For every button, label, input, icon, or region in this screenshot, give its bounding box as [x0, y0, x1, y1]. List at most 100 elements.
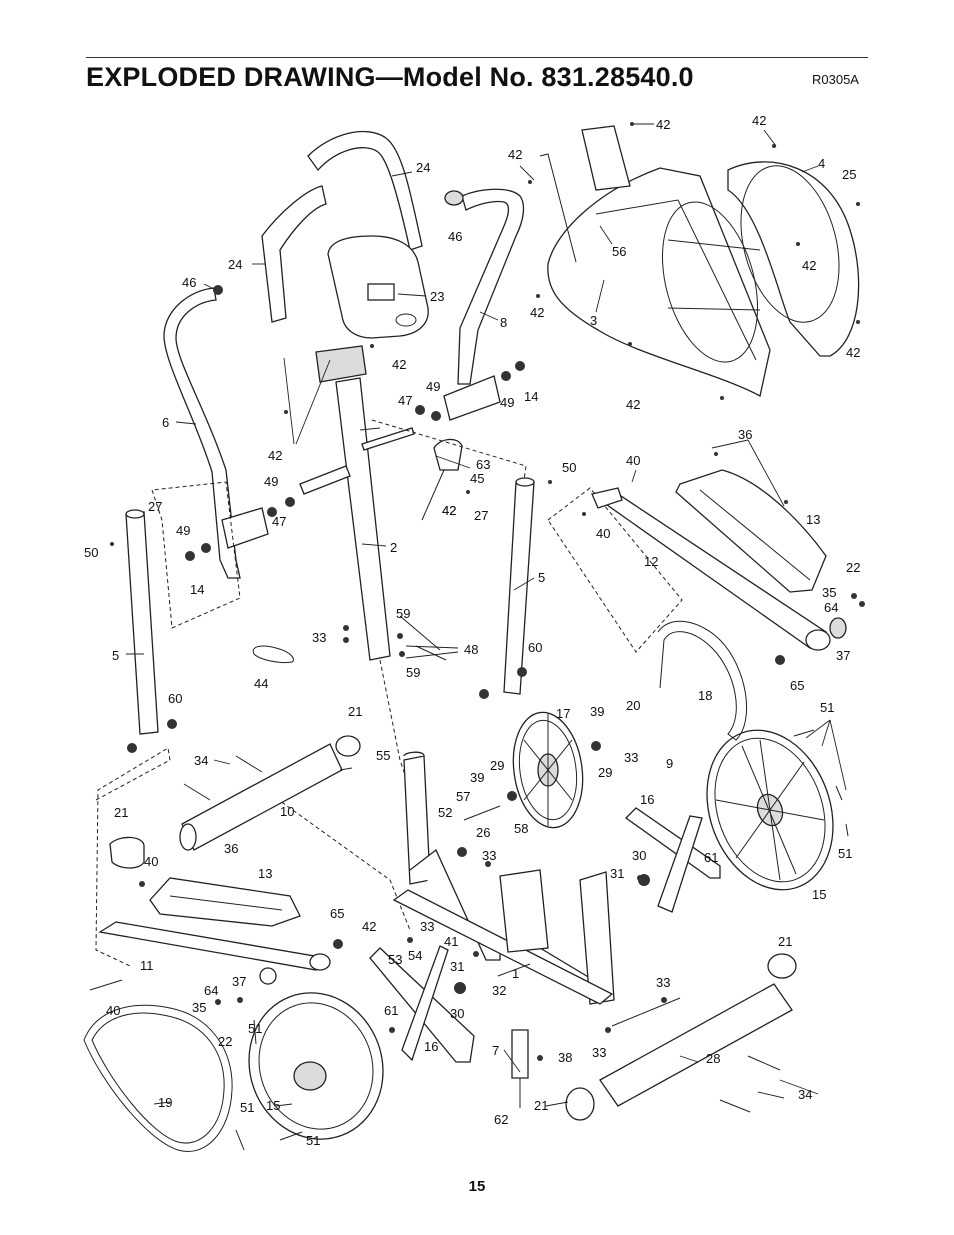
- console: [315, 235, 429, 383]
- callout: 10: [280, 804, 294, 819]
- callout: 33: [312, 630, 326, 645]
- callout: 33: [420, 919, 434, 934]
- callout: 33: [624, 750, 638, 765]
- drawing-code: R0305A: [812, 72, 859, 87]
- left-upper-arm: [163, 287, 269, 579]
- callout: 64: [204, 983, 218, 998]
- callout: 34: [798, 1087, 812, 1102]
- callout: 37: [232, 974, 246, 989]
- callout: 35: [822, 585, 836, 600]
- callout: 5: [538, 570, 545, 585]
- left-pedal-arm-dash: [275, 797, 411, 931]
- callout: 33: [656, 975, 670, 990]
- callout: 61: [384, 1003, 398, 1018]
- leader-lines: [126, 123, 847, 1107]
- callout: 18: [698, 688, 712, 703]
- hardware: [89, 122, 865, 1151]
- drive-belt-lower-inner: [91, 1012, 225, 1144]
- callout: 21: [778, 934, 792, 949]
- callout: 27: [148, 499, 162, 514]
- callout: 31: [450, 959, 464, 974]
- callout: 28: [706, 1051, 720, 1066]
- callout: 39: [470, 770, 484, 785]
- callout: 14: [190, 582, 204, 597]
- callout: 22: [218, 1034, 232, 1049]
- callout: 36: [738, 427, 752, 442]
- upper-axle: [361, 427, 415, 451]
- callout: 4: [818, 156, 825, 171]
- callout: 21: [534, 1098, 548, 1113]
- callout: 16: [640, 792, 654, 807]
- right-pedal-arm-group: [547, 487, 683, 653]
- callout: 38: [558, 1050, 572, 1065]
- callout: 3: [590, 313, 597, 328]
- callout: 35: [192, 1000, 206, 1015]
- rear-stabilizer: [565, 953, 797, 1121]
- callout: 54: [408, 948, 422, 963]
- callout: 40: [626, 453, 640, 468]
- callout: 42: [442, 503, 456, 518]
- callout: 50: [562, 460, 576, 475]
- callout: 31: [610, 866, 624, 881]
- callout: 30: [450, 1006, 464, 1021]
- callout: 42: [392, 357, 406, 372]
- callout: 42: [508, 147, 522, 162]
- callout: 14: [524, 389, 538, 404]
- callout: 33: [482, 848, 496, 863]
- callout: 44: [254, 676, 268, 691]
- left-pedal: [149, 877, 301, 927]
- callout: 51: [820, 700, 834, 715]
- idler-bracket: [511, 1029, 529, 1108]
- callout: 41: [444, 934, 458, 949]
- left-lower-leg: [125, 509, 159, 735]
- callout: 62: [494, 1112, 508, 1127]
- callout: 63: [476, 457, 490, 472]
- page-title: EXPLODED DRAWING—Model No. 831.28540.0: [86, 62, 694, 92]
- right-lower-leg: [503, 477, 535, 695]
- post-dash: [379, 659, 411, 791]
- callout: 32: [492, 983, 506, 998]
- upright-post: [335, 377, 391, 661]
- callout: 49: [176, 523, 190, 538]
- callout: 11: [140, 958, 154, 973]
- callout: 1: [512, 966, 519, 981]
- front-stabilizer: [109, 735, 361, 869]
- callout: 24: [228, 257, 242, 272]
- callout: 12: [644, 554, 658, 569]
- right-pedal: [675, 469, 827, 593]
- left-pedal-group: [95, 747, 171, 967]
- callout: 56: [612, 244, 626, 259]
- callout: 51: [248, 1021, 262, 1036]
- callout: 42: [802, 258, 816, 273]
- page-number: 15: [468, 1178, 486, 1195]
- callout: 65: [790, 678, 804, 693]
- drive-belt-upper: [657, 620, 748, 741]
- left-pedal-arm: [98, 921, 331, 985]
- right-flywheel: [706, 729, 834, 891]
- callout: 23: [430, 289, 444, 304]
- callout: 30: [632, 848, 646, 863]
- callout: 47: [272, 514, 286, 529]
- callout: 60: [528, 640, 542, 655]
- callout: 27: [474, 508, 488, 523]
- callout: 19: [158, 1095, 172, 1110]
- callout: 25: [842, 167, 856, 182]
- callout: 64: [824, 600, 838, 615]
- right-upper-arm: [443, 188, 525, 421]
- callout: 22: [846, 560, 860, 575]
- callout: 16: [424, 1039, 438, 1054]
- callout: 29: [598, 765, 612, 780]
- right-pedal-arm: [591, 487, 847, 651]
- callout: 46: [182, 275, 196, 290]
- left-flywheel: [248, 992, 384, 1140]
- callout: 29: [490, 758, 504, 773]
- upper-link-group: [371, 419, 527, 481]
- callout: 13: [806, 512, 820, 527]
- pulley: [512, 711, 584, 829]
- callout: 51: [240, 1100, 254, 1115]
- callout: 42: [626, 397, 640, 412]
- callout: 39: [590, 704, 604, 719]
- callout: 21: [114, 805, 128, 820]
- side-shroud-left: [539, 125, 771, 397]
